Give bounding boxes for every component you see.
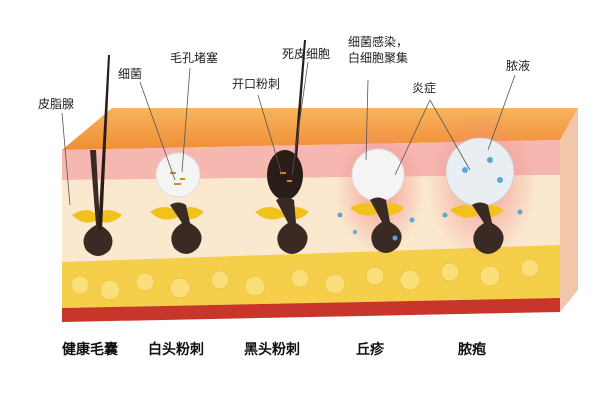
- stage-papule: 丘疹: [356, 341, 385, 358]
- stage-blackhead: 黑头粉刺: [244, 341, 300, 358]
- label-pus: 脓液: [506, 58, 530, 73]
- label-infection-line1: 细菌感染，: [348, 34, 408, 49]
- follicle-healthy: [72, 55, 122, 256]
- fat-cells: [70, 258, 540, 301]
- stage-healthy-follicle: 健康毛囊: [62, 341, 119, 358]
- follicle-pustule: [442, 137, 523, 254]
- label-sebaceous-gland: 皮脂腺: [38, 96, 74, 111]
- label-open-comedo: 开口粉刺: [232, 77, 280, 91]
- label-inflammation: 炎症: [412, 80, 436, 95]
- side-face: [560, 108, 578, 312]
- follicle-whitehead: [150, 152, 204, 254]
- label-infection-line2: 白细胞聚集: [348, 50, 408, 65]
- stage-pustule: 脓疱: [457, 341, 486, 358]
- label-pore-blocked: 毛孔堵塞: [170, 50, 218, 65]
- base-layer: [62, 298, 560, 322]
- stage-whitehead: 白头粉刺: [148, 341, 204, 358]
- callout-lines: [61, 61, 516, 206]
- label-dead-skin-cells: 死皮细胞: [282, 47, 330, 61]
- follicle-papule: [337, 148, 415, 253]
- label-bacteria: 细菌: [118, 67, 142, 81]
